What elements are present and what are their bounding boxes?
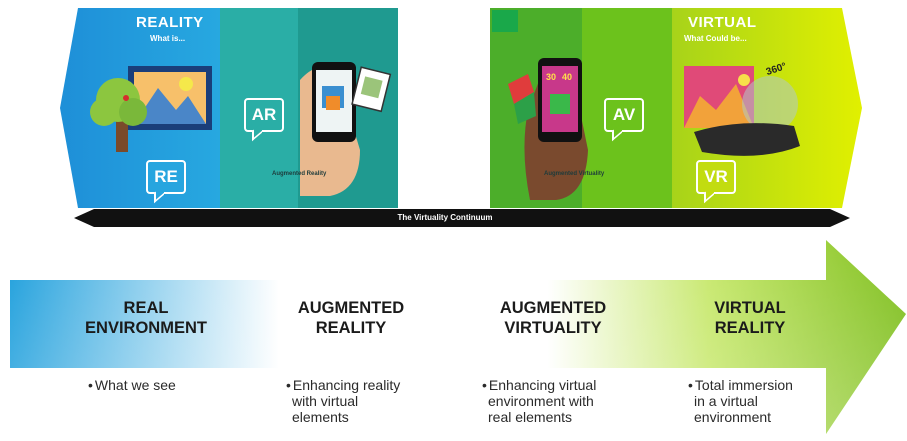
gradient-arrow-shape	[10, 240, 906, 434]
tag-av: AV	[604, 98, 644, 132]
bullet-text: Enhancing reality	[292, 377, 401, 393]
title-line: ENVIRONMENT	[85, 319, 207, 337]
bullet-text: What we see	[94, 377, 176, 393]
continuum-bar-label: The Virtuality Continuum	[397, 213, 493, 222]
tag-ar: AR	[244, 98, 284, 132]
reality-header: REALITY	[136, 14, 204, 31]
continuum-bar	[74, 209, 850, 227]
tag-re: RE	[146, 160, 186, 194]
title-real-environment: REAL ENVIRONMENT	[66, 298, 226, 338]
bullet-text: elements	[292, 409, 349, 425]
bullet-text: Enhancing virtual	[488, 377, 597, 393]
bullet-text: in a virtual	[694, 393, 758, 409]
bullet-text: environment with	[488, 393, 594, 409]
bullet-text: Total immersion	[694, 377, 793, 393]
title-line: AUGMENTED	[499, 299, 607, 317]
center-gap	[398, 8, 490, 208]
bullet-augmented-reality: •Enhancing reality with virtual elements	[286, 377, 401, 425]
bullet-virtual-reality: •Total immersion in a virtual environmen…	[688, 377, 793, 425]
tree-illustration	[90, 78, 147, 152]
title-line: REAL	[123, 299, 169, 317]
title-augmented-reality: AUGMENTED REALITY	[280, 298, 422, 338]
ar-hand-phone	[300, 62, 392, 197]
title-line: AUGMENTED	[297, 299, 405, 317]
continuum-illustration	[60, 8, 862, 227]
av-hand-phone	[508, 58, 588, 201]
virtuality-continuum-graphic: REALITY What is... VIRTUAL What Could be…	[0, 0, 907, 240]
title-line: REALITY	[315, 319, 387, 337]
title-line: VIRTUAL	[714, 299, 786, 317]
virtual-subheader: What Could be...	[684, 34, 747, 43]
av-caption: Augmented Virtuality	[544, 171, 605, 177]
progression-arrow	[0, 238, 907, 441]
bullet-augmented-virtuality: •Enhancing virtual environment with real…	[482, 377, 597, 425]
cube-number-1: 30	[546, 72, 557, 82]
title-virtual-reality: VIRTUAL REALITY	[690, 298, 810, 338]
vr-scene	[684, 66, 800, 156]
bullet-real-environment: •What we see	[88, 377, 176, 393]
title-line: VIRTUALITY	[504, 319, 602, 337]
bullet-text: environment	[694, 409, 772, 425]
bullet-text: with virtual	[292, 393, 359, 409]
ar-caption: Augmented Reality	[272, 171, 327, 177]
title-line: REALITY	[714, 319, 786, 337]
reality-subheader: What is...	[150, 34, 186, 43]
title-augmented-virtuality: AUGMENTED VIRTUALITY	[480, 298, 626, 338]
tag-vr: VR	[696, 160, 736, 194]
virtual-header: VIRTUAL	[688, 14, 757, 31]
cube-number-2: 40	[562, 72, 573, 82]
bullet-text: real elements	[488, 409, 573, 425]
